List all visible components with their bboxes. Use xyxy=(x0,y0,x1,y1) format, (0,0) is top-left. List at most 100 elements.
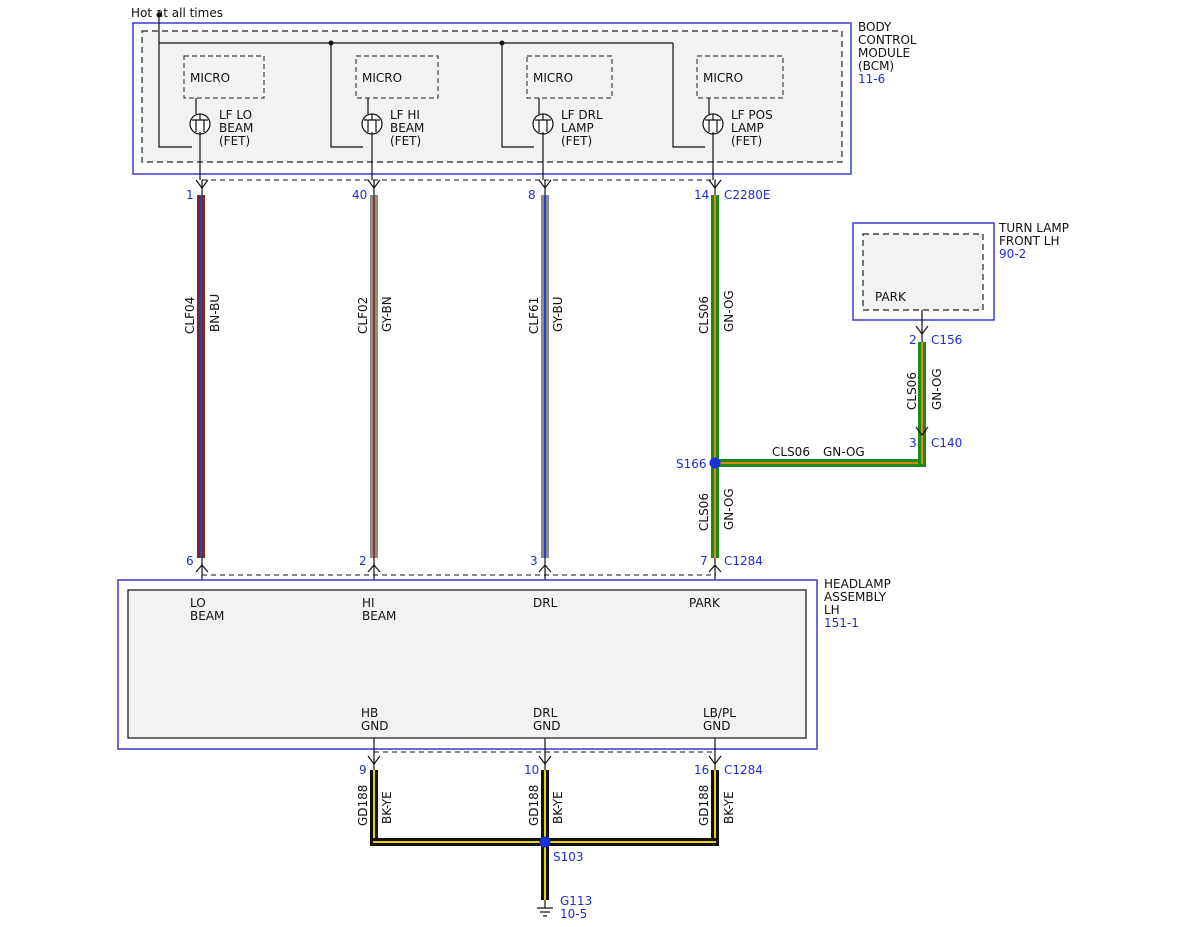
micro-box-2 xyxy=(355,55,439,99)
micro-label-2: MICRO xyxy=(362,71,402,85)
bcm-title-line1: BODY xyxy=(858,20,892,34)
pin-w2-top: 40 xyxy=(352,188,367,202)
micro-box-4 xyxy=(696,55,784,99)
micro-box-3 xyxy=(526,55,613,99)
ground-id: G113 xyxy=(560,894,592,908)
wire-g3-circuit: GD188 xyxy=(697,785,711,826)
fet-symbol-3 xyxy=(532,98,554,180)
fet-symbol-2 xyxy=(361,98,383,180)
hl-pin-drlgnd-line2: GND xyxy=(533,719,561,733)
wire-w2-circuit: CLF02 xyxy=(356,297,370,334)
wires xyxy=(197,195,926,558)
wire-g3-color: BK-YE xyxy=(722,791,736,824)
splice-s103-dot xyxy=(539,836,551,848)
hl-pin-park: PARK xyxy=(689,596,721,610)
fet-label-4-line3: (FET) xyxy=(731,134,762,148)
splice-s166-dot xyxy=(709,457,721,469)
micro-label-3: MICRO xyxy=(533,71,573,85)
hl-pin-lo-line1: LO xyxy=(190,596,206,610)
bcm-title-line3: MODULE xyxy=(858,46,910,60)
ground-icon xyxy=(537,900,553,917)
pin-g3: 16 xyxy=(694,763,709,777)
fet-symbol-4 xyxy=(702,98,724,180)
micro-label-1: MICRO xyxy=(190,71,230,85)
wire-g2-circuit: GD188 xyxy=(527,785,541,826)
pin-turn-bot: 3 xyxy=(909,436,917,450)
wire-w3-circuit: CLF61 xyxy=(527,297,541,334)
turn-connector-bot: C140 xyxy=(931,436,962,450)
turn-lamp-inner xyxy=(862,233,984,311)
ground-ref: 10-5 xyxy=(560,907,587,921)
headlamp-connector-bot-id: C1284 xyxy=(724,763,763,777)
pin-g2: 10 xyxy=(524,763,539,777)
bcm-title-line2: CONTROL xyxy=(858,33,917,47)
hl-pin-drl: DRL xyxy=(533,596,558,610)
turn-connector-top: C156 xyxy=(931,333,962,347)
turn-bot-arrow xyxy=(915,426,929,436)
bcm-connector-id: C2280E xyxy=(724,188,771,202)
wire-horiz-circuit: CLS06 xyxy=(772,445,810,459)
headlamp-assembly: LO BEAM HI BEAM DRL PARK HB GND DRL GND … xyxy=(117,577,891,750)
hl-pin-drlgnd-line1: DRL xyxy=(533,706,558,720)
turn-lamp-title-line2: FRONT LH xyxy=(999,234,1060,248)
hl-pin-hbgnd-line1: HB xyxy=(361,706,378,720)
bcm-pin-arrows xyxy=(195,179,722,195)
hl-pin-hi-line1: HI xyxy=(362,596,375,610)
wire-horiz-color: GN-OG xyxy=(823,445,865,459)
hl-pin-lbplgnd-line2: GND xyxy=(703,719,731,733)
turn-lamp-title-line1: TURN LAMP xyxy=(998,221,1069,235)
bcm-title-line4: (BCM) xyxy=(858,59,894,73)
fet-label-4-line2: LAMP xyxy=(731,121,764,135)
wire-g2-color: BK-YE xyxy=(551,791,565,824)
headlamp-inner xyxy=(127,589,807,739)
micro-label-4: MICRO xyxy=(703,71,743,85)
pin-turn-top: 2 xyxy=(909,333,917,347)
turn-lamp-park-label: PARK xyxy=(875,290,907,304)
headlamp-title-line1: HEADLAMP xyxy=(824,577,891,591)
fet-label-3-line2: LAMP xyxy=(561,121,594,135)
bcm-module: MICRO MICRO MICRO MICRO LF LO BEAM (FET) xyxy=(132,10,917,180)
pin-w3-top: 8 xyxy=(528,188,536,202)
wire-w4-color: GN-OG xyxy=(722,290,736,332)
pin-w3-bot: 3 xyxy=(530,554,538,568)
fet-label-2-line2: BEAM xyxy=(390,121,424,135)
fet-label-4-line1: LF POS xyxy=(731,108,773,122)
fet-label-2-line1: LF HI xyxy=(390,108,420,122)
pin-w4-bot: 7 xyxy=(700,554,708,568)
turn-lamp-ref: 90-2 xyxy=(999,247,1026,261)
pin-w1-top: 1 xyxy=(186,188,194,202)
fet-label-1-line1: LF LO xyxy=(219,108,252,122)
fet-label-3-line1: LF DRL xyxy=(561,108,603,122)
fet-label-3-line3: (FET) xyxy=(561,134,592,148)
pin-w4-top: 14 xyxy=(694,188,709,202)
fet-symbol-1 xyxy=(189,98,211,180)
headlamp-title-line3: LH xyxy=(824,603,840,617)
hl-pin-hbgnd-line2: GND xyxy=(361,719,389,733)
bcm-power-feed xyxy=(158,10,192,148)
wire-g1-circuit: GD188 xyxy=(356,785,370,826)
hl-pin-hi-line2: BEAM xyxy=(362,609,396,623)
hl-pin-lo-line2: BEAM xyxy=(190,609,224,623)
wire-w4b-circuit: CLS06 xyxy=(697,493,711,531)
hot-at-all-times-label: Hot at all times xyxy=(131,6,223,20)
fet-label-2-line3: (FET) xyxy=(390,134,421,148)
ground-pin-arrows xyxy=(367,738,722,770)
ground-wires xyxy=(370,770,719,900)
wire-w3-color: GY-BU xyxy=(551,296,565,332)
wire-w1-color: BN-BU xyxy=(208,294,222,332)
wire-g1-color: BK-YE xyxy=(380,791,394,824)
wire-w4b-color: GN-OG xyxy=(722,488,736,530)
splice-s103-label: S103 xyxy=(553,850,584,864)
wire-w1-circuit: CLF04 xyxy=(183,297,197,334)
wire-turn-circuit: CLS06 xyxy=(905,372,919,410)
micro-box-1 xyxy=(183,55,265,99)
splice-s166-label: S166 xyxy=(676,457,707,471)
headlamp-ref: 151-1 xyxy=(824,616,859,630)
wire-w4-circuit: CLS06 xyxy=(697,296,711,334)
pin-g1: 9 xyxy=(359,763,367,777)
pin-w1-bot: 6 xyxy=(186,554,194,568)
wire-turn-color: GN-OG xyxy=(930,368,944,410)
headlamp-title-line2: ASSEMBLY xyxy=(824,590,887,604)
turn-lamp-module: PARK TURN LAMP FRONT LH 90-2 xyxy=(852,221,1069,342)
